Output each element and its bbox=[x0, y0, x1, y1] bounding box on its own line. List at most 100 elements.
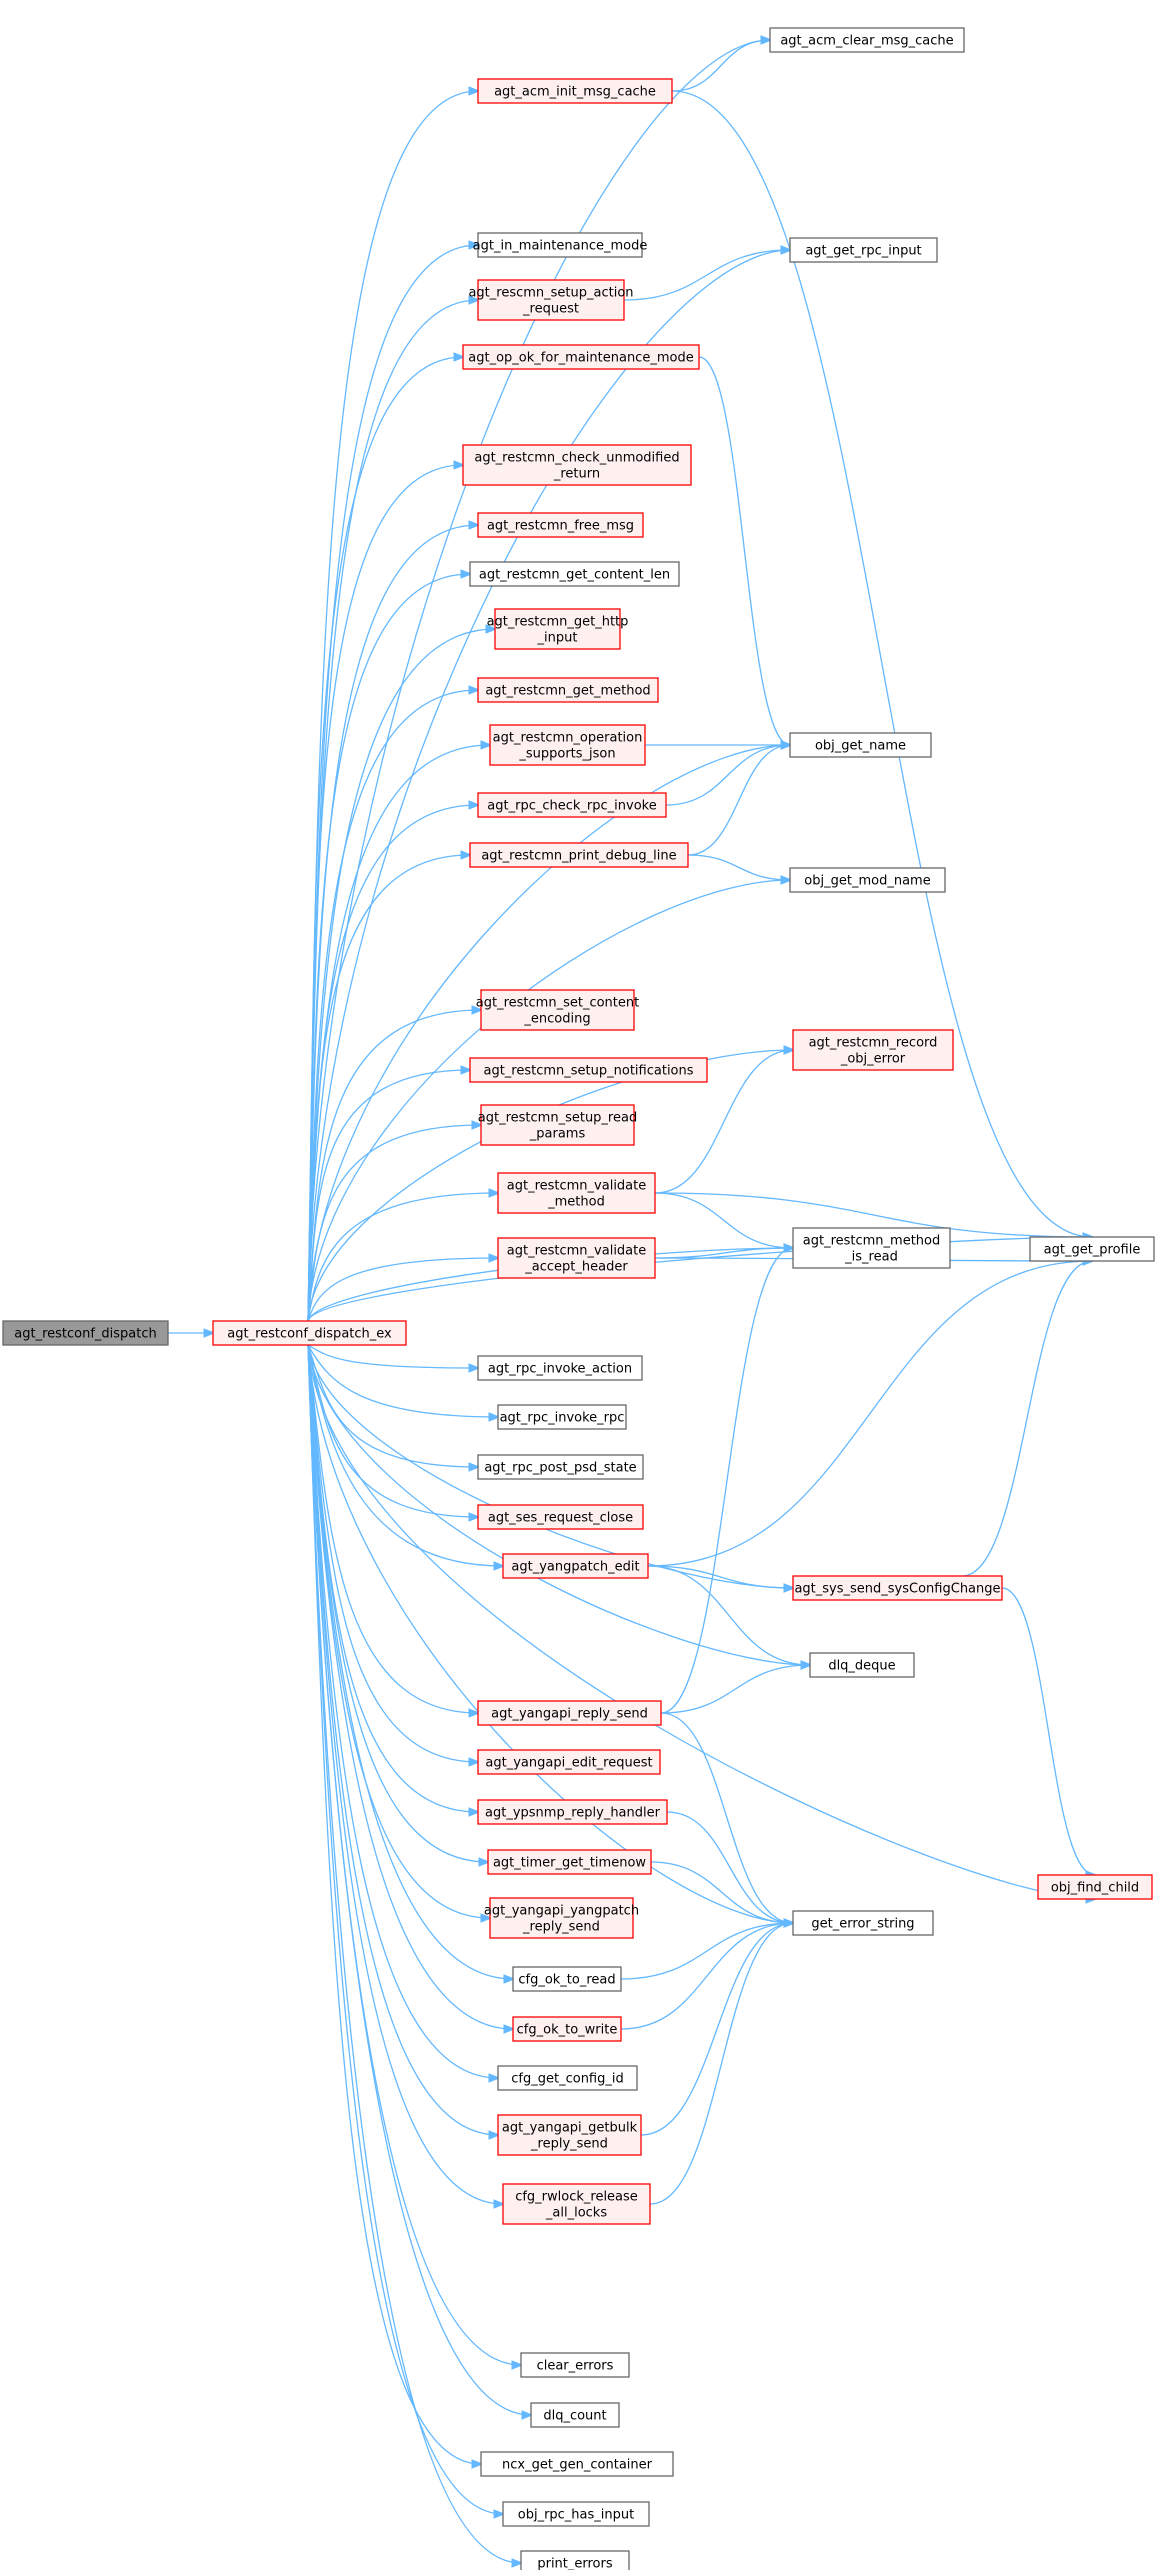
node-validate_method[interactable]: agt_restcmn_validate_method bbox=[497, 1172, 656, 1214]
node-print_debug[interactable]: agt_restcmn_print_debug_line bbox=[469, 842, 689, 868]
node-box[interactable] bbox=[792, 1029, 954, 1071]
node-op_json[interactable]: agt_restcmn_operation_supports_json bbox=[489, 724, 646, 766]
node-invoke_rpc[interactable]: agt_rpc_invoke_rpc bbox=[497, 1404, 627, 1430]
node-box[interactable] bbox=[497, 2114, 642, 2156]
node-find_child[interactable]: obj_find_child bbox=[1037, 1874, 1153, 1900]
node-yangpatch_edit[interactable]: agt_yangpatch_edit bbox=[502, 1553, 649, 1579]
node-timer[interactable]: agt_timer_get_timenow bbox=[487, 1849, 652, 1875]
node-ncx_gen[interactable]: ncx_get_gen_container bbox=[480, 2451, 674, 2477]
node-box[interactable] bbox=[480, 989, 635, 1031]
node-sysconfig[interactable]: agt_sys_send_sysConfigChange bbox=[792, 1575, 1003, 1601]
node-box[interactable] bbox=[809, 1652, 915, 1678]
node-yangapi_edit[interactable]: agt_yangapi_edit_request bbox=[477, 1749, 661, 1775]
node-rpc_input[interactable]: agt_get_rpc_input bbox=[789, 237, 938, 263]
node-cfg_write[interactable]: cfg_ok_to_write bbox=[512, 2016, 622, 2042]
node-box[interactable] bbox=[469, 1057, 708, 1083]
node-box[interactable] bbox=[497, 1404, 627, 1430]
node-ex[interactable]: agt_restconf_dispatch_ex bbox=[212, 1320, 407, 1346]
node-box[interactable] bbox=[477, 232, 643, 258]
node-box[interactable] bbox=[497, 1237, 656, 1279]
node-rwlock[interactable]: cfg_rwlock_release_all_locks bbox=[502, 2183, 651, 2225]
node-validate_accept[interactable]: agt_restcmn_validate_accept_header bbox=[497, 1237, 656, 1279]
node-box[interactable] bbox=[792, 1575, 1003, 1601]
node-box[interactable] bbox=[477, 279, 625, 321]
node-box[interactable] bbox=[489, 1897, 634, 1939]
node-box[interactable] bbox=[497, 2065, 638, 2091]
node-box[interactable] bbox=[469, 561, 680, 587]
node-in_maint[interactable]: agt_in_maintenance_mode bbox=[473, 232, 648, 258]
node-box[interactable] bbox=[502, 2501, 650, 2527]
node-invoke_action[interactable]: agt_rpc_invoke_action bbox=[477, 1355, 643, 1381]
node-box[interactable] bbox=[480, 2451, 674, 2477]
node-rpc_has_input[interactable]: obj_rpc_has_input bbox=[502, 2501, 650, 2527]
node-get_method[interactable]: agt_restcmn_get_method bbox=[477, 677, 659, 703]
node-getbulk[interactable]: agt_yangapi_getbulk_reply_send bbox=[497, 2114, 642, 2156]
node-yangapi_reply[interactable]: agt_yangapi_reply_send bbox=[477, 1700, 662, 1726]
node-box[interactable] bbox=[469, 842, 689, 868]
node-box[interactable] bbox=[477, 512, 644, 538]
node-dlq_deque[interactable]: dlq_deque bbox=[809, 1652, 915, 1678]
node-box[interactable] bbox=[462, 344, 700, 370]
node-get_profile[interactable]: agt_get_profile bbox=[1029, 1236, 1155, 1262]
node-box[interactable] bbox=[477, 792, 667, 818]
node-dlq_count[interactable]: dlq_count bbox=[530, 2402, 620, 2428]
node-box[interactable] bbox=[530, 2402, 620, 2428]
node-box[interactable] bbox=[477, 1799, 668, 1825]
node-box[interactable] bbox=[512, 2016, 622, 2042]
node-method_read[interactable]: agt_restcmn_method_is_read bbox=[792, 1227, 951, 1269]
node-box[interactable] bbox=[520, 2550, 630, 2570]
node-ypsnmp[interactable]: agt_ypsnmp_reply_handler bbox=[477, 1799, 668, 1825]
node-box[interactable] bbox=[477, 1454, 644, 1480]
node-box[interactable] bbox=[212, 1320, 407, 1346]
node-box[interactable] bbox=[2, 1320, 169, 1346]
node-content_len[interactable]: agt_restcmn_get_content_len bbox=[469, 561, 680, 587]
node-cfg_id[interactable]: cfg_get_config_id bbox=[497, 2065, 638, 2091]
node-box[interactable] bbox=[480, 1104, 635, 1146]
node-rpc_check[interactable]: agt_rpc_check_rpc_invoke bbox=[477, 792, 667, 818]
node-box[interactable] bbox=[462, 444, 692, 486]
node-op_ok[interactable]: agt_op_ok_for_maintenance_mode bbox=[462, 344, 700, 370]
node-box[interactable] bbox=[477, 1504, 644, 1530]
node-box[interactable] bbox=[477, 78, 673, 104]
node-box[interactable] bbox=[520, 2352, 630, 2378]
node-box[interactable] bbox=[792, 1910, 934, 1936]
node-free_msg[interactable]: agt_restcmn_free_msg bbox=[477, 512, 644, 538]
node-http_input[interactable]: agt_restcmn_get_http_input bbox=[487, 608, 629, 650]
node-acm_clear[interactable]: agt_acm_clear_msg_cache bbox=[769, 27, 965, 53]
node-box[interactable] bbox=[502, 2183, 651, 2225]
node-err_string[interactable]: get_error_string bbox=[792, 1910, 934, 1936]
node-box[interactable] bbox=[1037, 1874, 1153, 1900]
node-obj_name[interactable]: obj_get_name bbox=[789, 732, 932, 758]
node-root[interactable]: agt_restconf_dispatch bbox=[2, 1320, 169, 1346]
node-box[interactable] bbox=[502, 1553, 649, 1579]
node-ses_close[interactable]: agt_ses_request_close bbox=[477, 1504, 644, 1530]
node-acm_init[interactable]: agt_acm_init_msg_cache bbox=[477, 78, 673, 104]
node-yp_reply[interactable]: agt_yangapi_yangpatch_reply_send bbox=[484, 1897, 639, 1939]
node-box[interactable] bbox=[477, 677, 659, 703]
node-box[interactable] bbox=[512, 1966, 622, 1992]
node-box[interactable] bbox=[792, 1227, 951, 1269]
node-box[interactable] bbox=[789, 237, 938, 263]
node-box[interactable] bbox=[1029, 1236, 1155, 1262]
node-box[interactable] bbox=[477, 1749, 661, 1775]
node-post_psd[interactable]: agt_rpc_post_psd_state bbox=[477, 1454, 644, 1480]
node-box[interactable] bbox=[789, 867, 946, 893]
node-box[interactable] bbox=[477, 1700, 662, 1726]
node-obj_mod[interactable]: obj_get_mod_name bbox=[789, 867, 946, 893]
node-record_err[interactable]: agt_restcmn_record_obj_error bbox=[792, 1029, 954, 1071]
node-box[interactable] bbox=[477, 1355, 643, 1381]
node-print_errors[interactable]: print_errors bbox=[520, 2550, 630, 2570]
node-box[interactable] bbox=[489, 724, 646, 766]
node-box[interactable] bbox=[487, 1849, 652, 1875]
node-clear_errors[interactable]: clear_errors bbox=[520, 2352, 630, 2378]
node-box[interactable] bbox=[494, 608, 621, 650]
node-set_enc[interactable]: agt_restcmn_set_content_encoding bbox=[476, 989, 639, 1031]
node-box[interactable] bbox=[769, 27, 965, 53]
node-setup_action[interactable]: agt_rescmn_setup_action_request bbox=[468, 279, 634, 321]
node-setup_notif[interactable]: agt_restcmn_setup_notifications bbox=[469, 1057, 708, 1083]
node-box[interactable] bbox=[789, 732, 932, 758]
node-box[interactable] bbox=[497, 1172, 656, 1214]
node-check_unmod[interactable]: agt_restcmn_check_unmodified_return bbox=[462, 444, 692, 486]
node-setup_read[interactable]: agt_restcmn_setup_read_params bbox=[478, 1104, 637, 1146]
node-cfg_read[interactable]: cfg_ok_to_read bbox=[512, 1966, 622, 1992]
